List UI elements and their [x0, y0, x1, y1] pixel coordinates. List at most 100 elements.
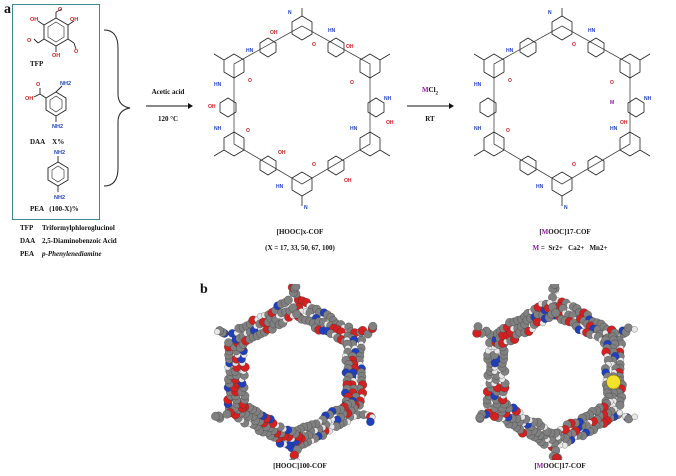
s1-n-1: N [288, 10, 292, 16]
daa-nh2-top: NH2 [60, 81, 71, 87]
step1-reagent: Acetic acid [151, 88, 185, 96]
s1-o-3: O [312, 162, 316, 168]
s1-oh-2: OH [386, 120, 394, 126]
daa-amount: X% [52, 138, 65, 146]
atom-sphere [551, 458, 558, 460]
atom-sphere [631, 326, 638, 333]
s1-nh-1: HN [328, 28, 336, 34]
s2-o-1: O [572, 42, 576, 48]
pea-amount: (100-X)% [49, 205, 79, 213]
s2-n-4: N [564, 205, 568, 211]
s2-n-1: N [548, 10, 552, 16]
s2-hn-6: HN [474, 82, 482, 88]
metal-ion-1: Sr2+ [548, 244, 563, 252]
pea-name: PEA [30, 205, 44, 213]
atom-sphere [551, 308, 561, 318]
atom-sphere [631, 413, 638, 420]
cof-structure-1: HN N O OH NH O OH HN OH O HN N OH NH OH … [208, 8, 394, 211]
atom-sphere [224, 338, 233, 348]
s2-o-2: O [610, 80, 614, 86]
step2-arrow [407, 103, 454, 109]
s2-o-3: O [572, 162, 576, 168]
tfp-label: TFP [30, 60, 44, 68]
product1-range: (X = 17, 33, 50, 67, 100) [265, 244, 335, 252]
s1-n-4: N [304, 205, 308, 211]
product2-name: [MOOC]17-COF [539, 228, 591, 236]
s1-hn-6: HN [214, 82, 222, 88]
tfp-o-left: O [27, 38, 32, 44]
s1-hn-3: HN [350, 126, 358, 132]
pea-label: PEA (100-X)% [30, 205, 79, 213]
s1-oh-3: OH [344, 178, 352, 184]
product1-name: [HOOC]x-COF [276, 228, 324, 236]
metal-ion-3: Mn2+ [589, 244, 608, 252]
s2-hn-4: HN [536, 184, 544, 190]
step2-reagent: MCl2 [421, 86, 439, 97]
caption-b-left: [HOOC]100-COF [273, 462, 327, 470]
space-filling-model-2 [472, 284, 638, 460]
daa-oh: OH [25, 96, 33, 102]
s1-hn-4: HN [276, 184, 284, 190]
atom-sphere [284, 295, 293, 305]
atom-sphere [292, 309, 301, 319]
tfp-o-top: O [58, 7, 63, 13]
pea-nh2-bottom: NH2 [54, 195, 65, 201]
atom-sphere [294, 458, 301, 460]
atom-sphere [475, 413, 485, 422]
s1-o-6: O [248, 78, 252, 84]
monomer-box [12, 4, 100, 220]
daa-label: DAA X% [30, 138, 64, 146]
s2-nh-5: NH [474, 126, 482, 132]
step1-arrow [146, 103, 193, 109]
s2-hn-7: HN [506, 48, 514, 54]
s2-nh-2: NH [644, 96, 652, 102]
s1-oh-1: OH [346, 44, 354, 50]
atom-sphere [624, 414, 634, 424]
s1-o-1: O [312, 42, 316, 48]
metal-list: M = Sr2+ Ca2+ Mn2+ [532, 244, 608, 252]
caption-b-right: [MOOC]17-COF [534, 462, 586, 470]
daa-ring [45, 91, 67, 117]
cof-structure-2: HN N O NH O M OH HN O HN N NH O HN HN O [473, 8, 652, 211]
panel-label-a: a [4, 2, 11, 17]
s1-nh-2: NH [384, 96, 392, 102]
atom-sphere [368, 321, 378, 331]
s1-o-5: O [246, 128, 250, 134]
metal-atom-sphere [606, 374, 621, 390]
s2-o-5: O [506, 128, 510, 134]
monomer-structures: O OH OH O O OH NH2 NH2 O OH NH2 NH2 [25, 7, 79, 201]
framework-ring-2 [493, 25, 631, 185]
tfp-oh-bottom: OH [52, 53, 60, 59]
atom-sphere [552, 453, 562, 460]
atom-sphere [291, 284, 301, 292]
atom-sphere [624, 323, 633, 333]
s1-o-2: O [350, 80, 354, 86]
daa-nh2-bottom: NH2 [52, 124, 63, 130]
atom-sphere [211, 411, 220, 421]
tfp-oh-right: OH [70, 17, 78, 23]
s1-oh-5: OH [208, 104, 216, 110]
panel-label-b: b [200, 282, 208, 297]
tfp-ring-inner [47, 21, 65, 43]
atom-sphere [615, 400, 625, 410]
s1-hn-7: HN [246, 48, 254, 54]
metal-ion-2: Ca2+ [568, 244, 585, 252]
s2-o-6: O [508, 78, 512, 84]
s2-hn-3: HN [610, 126, 618, 132]
curly-brace [103, 29, 131, 187]
atom-sphere [616, 409, 623, 417]
s2-oh-2: OH [620, 120, 628, 126]
s1-oh-7: OH [270, 30, 278, 36]
daa-o: O [36, 82, 41, 88]
s2-nh-1: HN [588, 28, 596, 34]
s2-metal: M [610, 100, 614, 106]
daa-name: DAA [30, 138, 46, 146]
atom-sphere [222, 409, 232, 419]
s1-nh-5: NH [214, 126, 222, 132]
atom-sphere [366, 417, 375, 426]
step1-temperature: 120 °C [157, 115, 179, 123]
